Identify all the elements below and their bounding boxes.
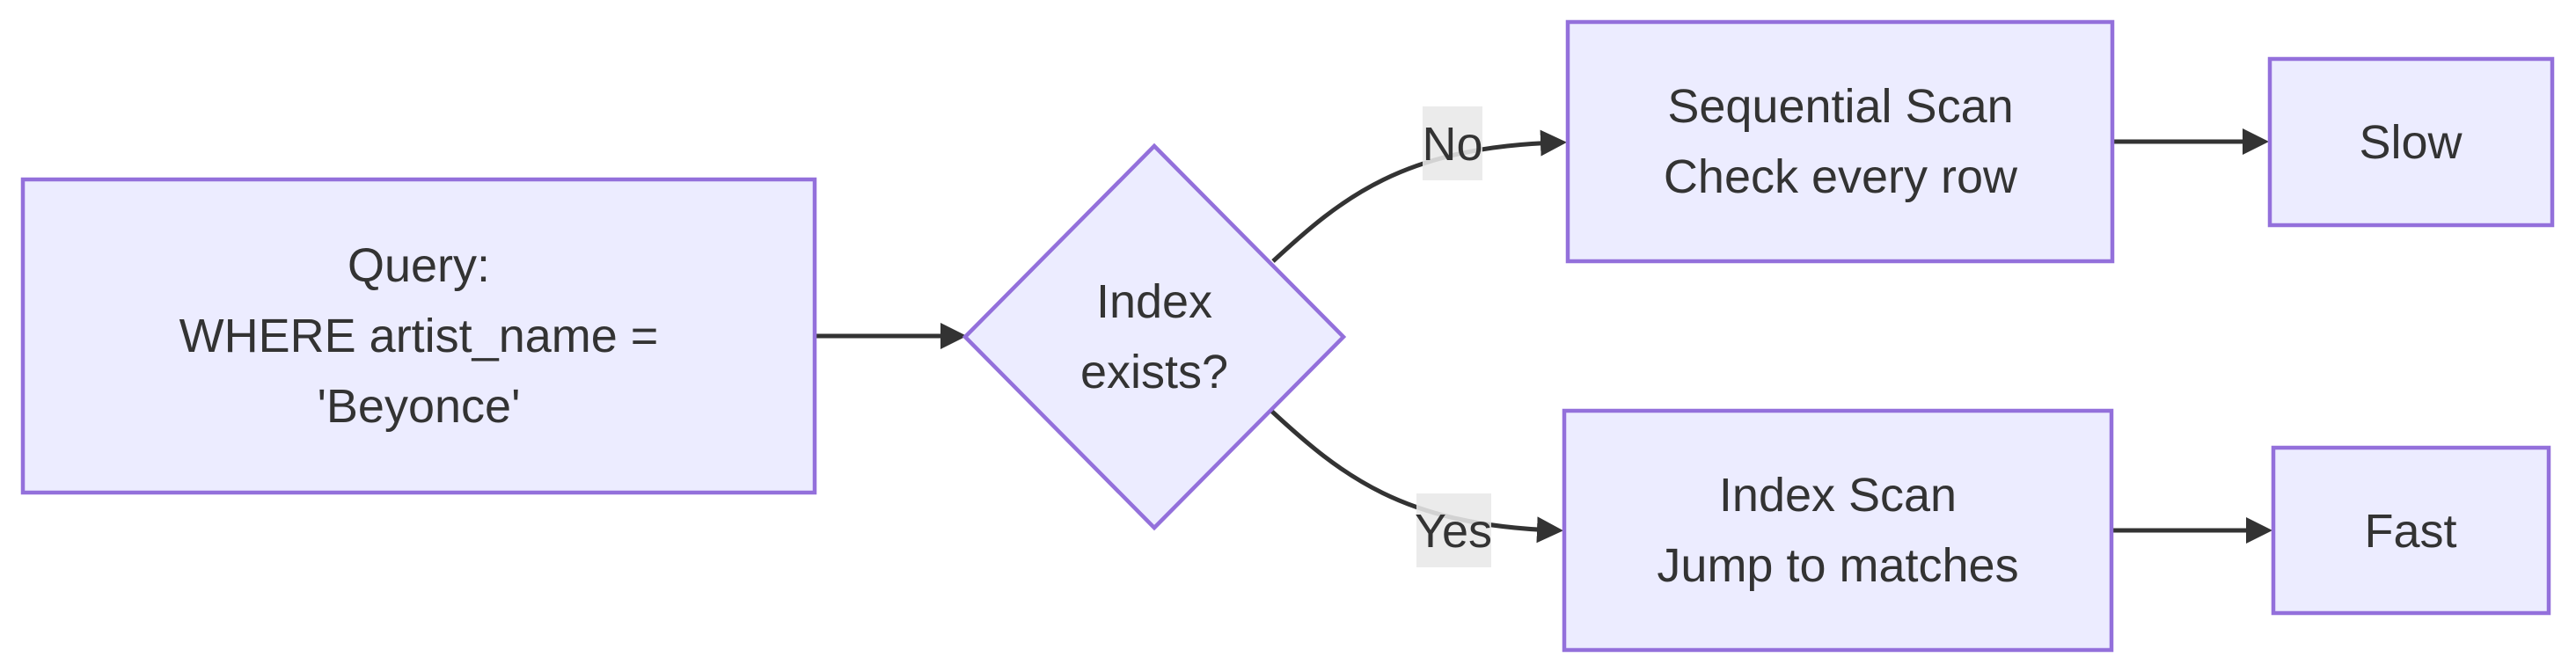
sequential-scan-line-1: Sequential Scan bbox=[1667, 80, 2013, 133]
decision-line-2: exists? bbox=[1080, 346, 1228, 398]
slow-label: Slow bbox=[2359, 116, 2463, 169]
query-node-line-2: WHERE artist_name = bbox=[179, 310, 659, 362]
index-scan-line-2: Jump to matches bbox=[1657, 539, 2018, 592]
edge-labels-layer: No Yes bbox=[1415, 106, 1492, 567]
index-scan-box bbox=[1562, 408, 2114, 653]
yes-label-bg bbox=[1416, 493, 1491, 567]
query-node: Query: WHERE artist_name = 'Beyonce' bbox=[20, 177, 817, 495]
slow-node: Slow bbox=[2267, 56, 2555, 228]
edges-layer bbox=[815, 128, 2272, 544]
edge-label-no: No bbox=[1422, 118, 1482, 171]
nodes-layer: Query: WHERE artist_name = 'Beyonce' Ind… bbox=[20, 19, 2555, 653]
fast-label: Fast bbox=[2364, 505, 2456, 558]
fast-node: Fast bbox=[2271, 445, 2551, 616]
fast-box bbox=[2271, 445, 2551, 616]
slow-box bbox=[2267, 56, 2555, 228]
edge-decision-no-to-sequential-scan bbox=[1271, 129, 1567, 263]
index-scan-line-1: Index Scan bbox=[1719, 469, 1957, 522]
edge-decision-yes-to-index-scan bbox=[1270, 409, 1563, 544]
query-node-box bbox=[20, 177, 817, 495]
sequential-scan-box bbox=[1565, 19, 2115, 264]
decision-diamond-shape bbox=[962, 142, 1347, 531]
query-node-line-1: Query: bbox=[348, 239, 490, 292]
sequential-scan-line-2: Check every row bbox=[1664, 150, 2018, 203]
decision-line-1: Index bbox=[1096, 275, 1212, 328]
query-node-line-3: 'Beyonce' bbox=[318, 380, 521, 433]
decision-diamond-node: Index exists? bbox=[962, 142, 1347, 531]
no-label-bg bbox=[1423, 106, 1482, 180]
index-scan-node: Index Scan Jump to matches bbox=[1562, 408, 2114, 653]
sequential-scan-node: Sequential Scan Check every row bbox=[1565, 19, 2115, 264]
edge-label-yes: Yes bbox=[1415, 505, 1492, 558]
